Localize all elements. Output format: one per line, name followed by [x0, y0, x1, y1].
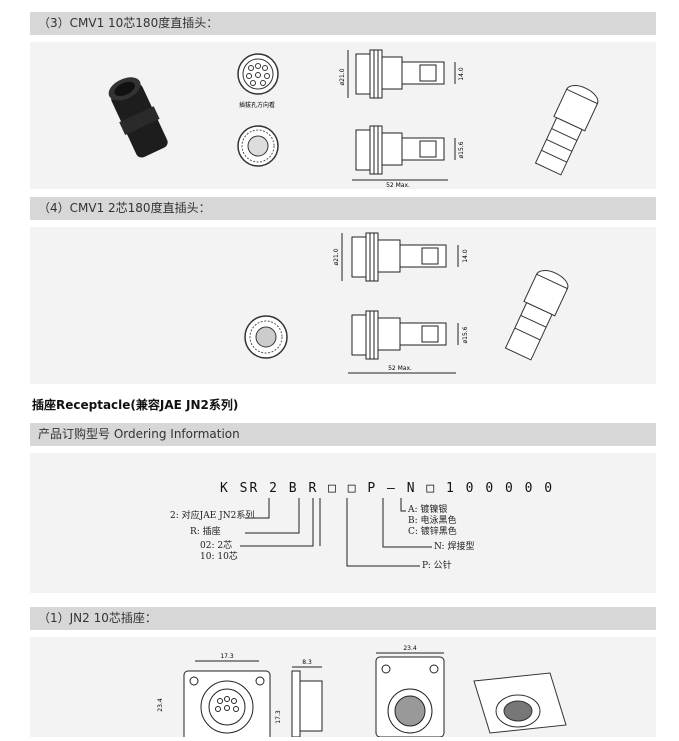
label-dia-156: ø15.6 [458, 141, 465, 158]
connector-photo-outline [534, 85, 599, 176]
note-2pin: 02: 2芯 [200, 541, 233, 551]
note-solder: N: 焊接型 [434, 542, 475, 552]
side-elevation-top [347, 49, 456, 99]
note-jn2: 2: 对应JAE JN2系列 [170, 511, 255, 521]
connector-photo-black [108, 77, 168, 158]
rear-view-10 [237, 125, 279, 167]
flange-side [291, 666, 323, 738]
order-code: K SR 2 B R □ □ P – N □ 1 0 0 0 0 0 [220, 481, 555, 496]
flange-front [183, 660, 271, 741]
label-dia-21: ø21.0 [339, 68, 346, 85]
note-male-pin: P: 公针 [422, 561, 452, 571]
receptacle-heading: 插座Receptacle(兼容JAE JN2系列) [32, 398, 239, 412]
label-dim-173-v: 17.3 [275, 710, 282, 724]
receptacle-photo-outline [473, 672, 567, 734]
order-code-leaders [240, 498, 432, 567]
note-plating-b: B: 电泳黑色 [408, 516, 457, 526]
label-dim-173: 17.3 [220, 653, 234, 660]
note-receptacle: R: 插座 [190, 527, 221, 537]
panel-10pin-plug: 插拔孔方向看 ø21.0 14.0 [30, 42, 656, 189]
side-elevation-top-2 [341, 232, 459, 282]
label-dim-14: 14.0 [458, 67, 465, 81]
view-caption: 插拔孔方向看 [239, 101, 275, 109]
rear-view-2 [244, 315, 288, 359]
panel-jn2-receptacle: 17.3 23.4 17.3 8.3 23.4 [30, 637, 656, 741]
panel-ordering: K SR 2 B R □ □ P – N □ 1 0 0 0 0 0 2: 对应… [30, 453, 656, 593]
connector-photo-outline-2 [504, 270, 569, 361]
label-dim-14-b: 14.0 [462, 249, 469, 263]
ordering-header: 产品订购型号 Ordering Information [30, 423, 656, 446]
section-header-jn2-receptacle: （1）JN2 10芯插座： [30, 607, 656, 630]
section-header-10pin-plug: （3）CMV1 10芯180度直插头： [30, 12, 656, 35]
label-dim-234-top: 23.4 [403, 645, 417, 652]
label-len-52: 52 Max. [386, 182, 410, 189]
panel-2pin-plug: ø21.0 14.0 ø15.6 52 Max. [30, 227, 656, 384]
drawing-2pin-plug: ø21.0 14.0 ø15.6 52 Max. [244, 232, 569, 374]
side-elevation-bottom-2 [348, 310, 459, 374]
note-plating-a: A: 镀镍银 [408, 505, 448, 515]
label-dim-83: 8.3 [302, 659, 312, 666]
label-dia-156-b: ø15.6 [462, 326, 469, 343]
flange-rear [375, 652, 445, 738]
drawing-jn2-receptacle: 17.3 23.4 17.3 8.3 23.4 [157, 645, 567, 741]
side-elevation-bottom [352, 125, 456, 181]
section-header-2pin-plug: （4）CMV1 2芯180度直插头： [30, 197, 656, 220]
label-dia-21-b: ø21.0 [333, 248, 340, 265]
label-dim-234: 23.4 [157, 698, 164, 712]
note-plating-c: C: 镀锌黑色 [408, 527, 457, 537]
label-len-52-b: 52 Max. [388, 365, 412, 372]
pin-face-10 [237, 53, 279, 95]
note-10pin: 10: 10芯 [200, 552, 238, 562]
drawing-10pin-plug: 插拔孔方向看 ø21.0 14.0 [108, 49, 599, 189]
